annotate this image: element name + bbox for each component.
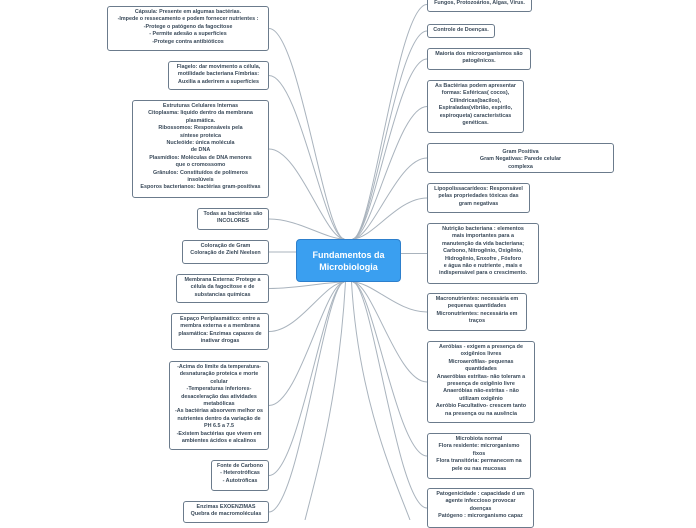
node-maioria-patogenicos[interactable]: Maioria dos microorganismos são patogêni… [427, 48, 531, 70]
connector-n-aerobias [352, 281, 428, 383]
node-estruturas-internas[interactable]: Estruturas Celulares Internas Citoplasma… [132, 100, 269, 198]
node-lipopolissacarideos[interactable]: Lipopolissacarídeos: Responsável pelas p… [427, 183, 530, 213]
connector-n-capsula [268, 28, 345, 240]
connector-n-fungos [352, 4, 428, 240]
node-capsula[interactable]: Cápsula: Presente em algumas bactérias. … [107, 6, 269, 51]
node-formas-bacterias[interactable]: As Bactérias podem apresentar formas: Es… [427, 80, 524, 133]
connector-n-periplasma [268, 281, 345, 332]
node-incolores[interactable]: Todas as bactérias são INCOLORES [197, 208, 269, 230]
connector-n-gram [352, 157, 428, 240]
connector-n-maioria [352, 58, 428, 240]
node-macronutrientes[interactable]: Macronutrientes: necessária em pequenas … [427, 293, 527, 331]
connector-n-carbono [268, 281, 345, 476]
node-microbiota-normal[interactable]: Microbiota normal Flora residente: micro… [427, 433, 531, 479]
connector-n-lipo [352, 197, 428, 240]
connector-n-microbiota [352, 281, 428, 457]
node-membrana-externa[interactable]: Membrana Externa: Protege a célula da fa… [176, 274, 269, 303]
node-enzimas[interactable]: Enzimas EXOENZIMAS Quebra de macromolécu… [183, 501, 269, 523]
node-patogenicidade[interactable]: Patogenicidade : capacidade d um agente … [427, 488, 534, 528]
node-espaco-periplasmatico[interactable]: Espaço Periplasmático: entre a membra ex… [171, 313, 269, 350]
connector-n-enzimas [268, 281, 345, 513]
node-gram-positiva-negativa[interactable]: Gram Positiva Gram Negativas: Parede cel… [427, 143, 614, 173]
node-flagelo-fimbrias[interactable]: Flagelo: dar movimento a célula, motilid… [168, 61, 269, 90]
connector-n-macro [352, 281, 428, 313]
connector-n-estruturas [268, 148, 345, 240]
connector-n-formas [352, 106, 428, 240]
central-topic[interactable]: Fundamentos da Microbiologia [296, 239, 401, 282]
node-controle-doencas[interactable]: Controle de Doenças. [427, 24, 495, 38]
connector-n-incolores [268, 218, 345, 240]
connector-n-patogenicidade [352, 281, 428, 509]
node-temperatura-ph[interactable]: -Acima do limite da temperatura- desnatu… [169, 361, 269, 450]
node-nutricao-bacteriana[interactable]: Nutrição bacteriana : elementos mais imp… [427, 223, 539, 284]
connector-offscreen-left [304, 281, 346, 520]
connector-n-temperatura [268, 281, 345, 406]
connector-n-membrana [268, 281, 345, 289]
node-fonte-carbono[interactable]: Fonte de Carbono - Heterotróficas - Auto… [211, 460, 269, 491]
connector-n-controle [352, 30, 428, 240]
node-aerobias[interactable]: Aeróbias - exigem a presença de oxigênio… [427, 341, 535, 423]
node-coloracao[interactable]: Coloração de Gram Coloração de Ziehl Nee… [182, 240, 269, 264]
connector-offscreen-right [351, 281, 411, 520]
node-fungos-protozoarios[interactable]: Fungos, Protozoários, Algas, Vírus. [427, 0, 532, 12]
connector-n-flagelo [268, 75, 345, 240]
